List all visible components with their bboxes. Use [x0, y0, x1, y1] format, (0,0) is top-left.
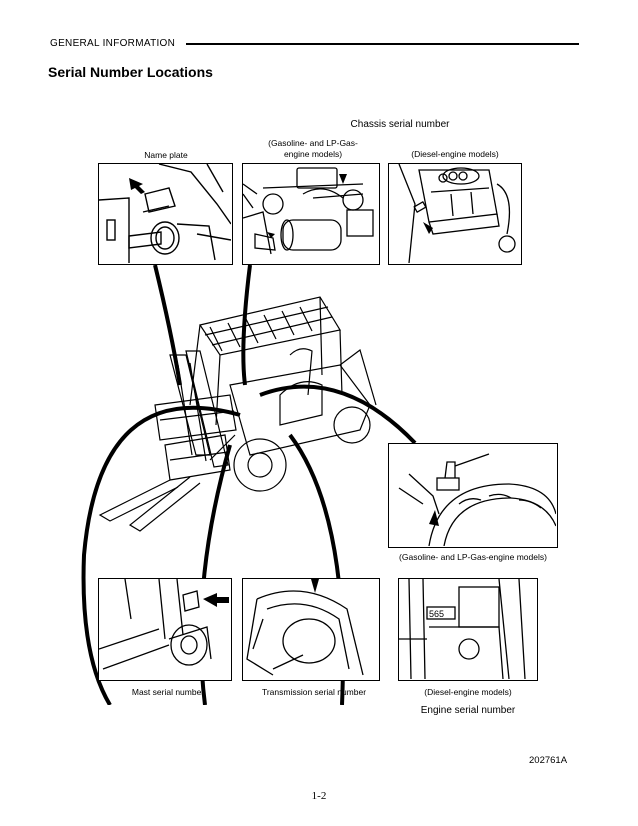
forklift-body [98, 296, 377, 532]
header-rule [186, 43, 579, 45]
mast-illustration [99, 579, 229, 670]
caption-gas-lp-engine: (Gasoline- and LP-Gas-engine models) [399, 552, 547, 562]
caption-gas-lp-1: (Gasoline- and LP-Gas- [268, 138, 358, 148]
pointer-arrow-icon [339, 174, 347, 184]
pointer-arrow-icon [429, 510, 439, 526]
caption-gas-lp-2: engine models) [283, 149, 343, 159]
caption-diesel-top: (Diesel-engine models) [411, 149, 499, 159]
detail-engine-diesel: 565 [398, 578, 538, 681]
caption-mast-serial: Mast serial number [131, 687, 205, 697]
name-plate-illustration [99, 164, 231, 263]
caption-chassis-serial: Chassis serial number [350, 119, 450, 130]
pointer-arrow-icon [203, 593, 229, 607]
section-header: GENERAL INFORMATION [50, 38, 176, 49]
gas-engine-serial-illustration [398, 453, 556, 546]
engine-plate-number: 565 [429, 609, 444, 619]
page-title: Serial Number Locations [48, 64, 213, 80]
pointer-arrow-icon [129, 178, 145, 194]
pointer-arrow-icon [267, 232, 275, 238]
detail-chassis-diesel [388, 163, 522, 265]
pointer-arrow-icon [423, 222, 433, 234]
detail-chassis-gas-lp [242, 163, 380, 265]
transmission-illustration [246, 579, 364, 676]
diesel-engine-illustration: 565 [399, 579, 526, 679]
page-number: 1-2 [311, 790, 327, 802]
caption-engine-serial: Engine serial number [420, 705, 516, 716]
detail-mast [98, 578, 232, 681]
pointer-arrow-icon [311, 579, 319, 593]
gas-engine-illustration [243, 167, 374, 255]
caption-diesel-bottom: (Diesel-engine models) [424, 687, 512, 697]
caption-name-plate: Name plate [144, 150, 188, 160]
figure-id: 202761A [529, 755, 568, 766]
detail-engine-gas-lp [388, 443, 558, 548]
detail-transmission [242, 578, 380, 681]
detail-name-plate [98, 163, 233, 265]
caption-transmission-serial: Transmission serial number [261, 687, 367, 697]
diesel-chassis-illustration [398, 164, 516, 263]
